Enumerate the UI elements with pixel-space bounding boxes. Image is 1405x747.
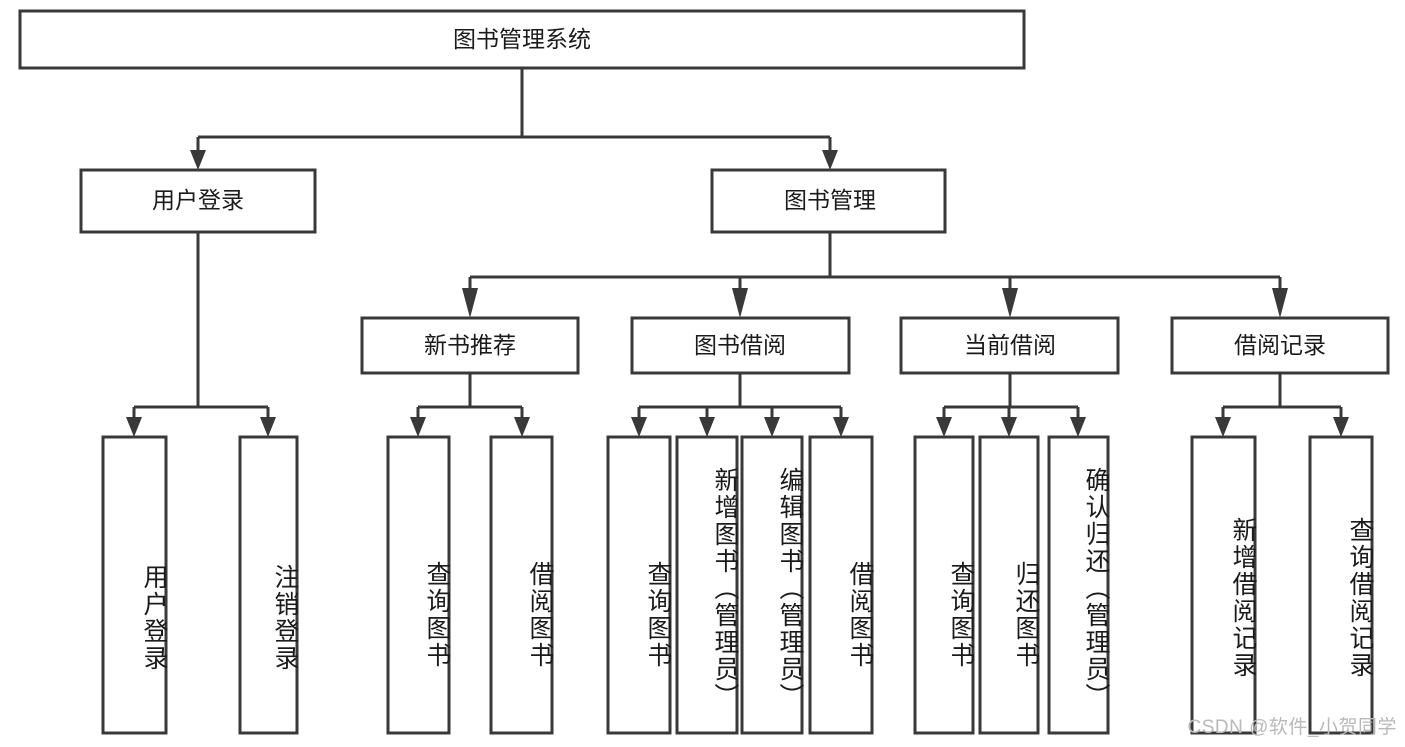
node-borrow-record-label: 借阅记录 [1234, 332, 1326, 358]
arrow-head-bb-leaf-3 [764, 417, 780, 437]
watermark-text: CSDN @软件_小贺同学 [1187, 717, 1397, 738]
arrow-head-book-borrow [732, 288, 748, 318]
node-book-borrow[interactable] [630, 316, 851, 375]
arrow-head-leaf-logout [260, 417, 276, 437]
node-leaf-bb-add-book[interactable] [675, 435, 739, 735]
node-current-borrow-label: 当前借阅 [964, 332, 1056, 358]
arrow-head-bb-leaf-1 [631, 417, 647, 437]
node-book-management[interactable] [710, 168, 947, 234]
arrow-head-br-leaf-2 [1333, 417, 1349, 437]
node-new-book-recommend-label: 新书推荐 [424, 332, 516, 358]
arrow-head-new-book-recommend [462, 288, 478, 318]
arrow-head-bb-leaf-4 [833, 417, 849, 437]
node-leaf-br-query-record[interactable] [1308, 435, 1374, 735]
node-leaf-cb-confirm-return[interactable] [1047, 435, 1110, 735]
node-leaf-cb-return-book[interactable] [978, 435, 1040, 735]
node-borrow-record[interactable] [1170, 316, 1390, 375]
arrow-head-cb-leaf-2 [1001, 417, 1017, 437]
node-book-borrow-label: 图书借阅 [694, 332, 786, 358]
node-leaf-cb-query-book[interactable] [913, 435, 975, 735]
node-book-management-label: 图书管理 [784, 187, 876, 213]
arrow-head-user-login [190, 150, 206, 170]
node-leaf-logout[interactable] [238, 435, 299, 735]
arrow-head-br-leaf-1 [1215, 417, 1231, 437]
arrow-head-cb-leaf-3 [1070, 417, 1086, 437]
node-leaf-br-add-record[interactable] [1190, 435, 1257, 735]
arrow-head-borrow-record [1272, 288, 1288, 318]
node-user-login-label: 用户登录 [152, 187, 244, 213]
node-leaf-user-login[interactable] [101, 435, 168, 735]
node-leaf-bb-edit-book[interactable] [740, 435, 804, 735]
arrow-head-leaf-user-login [126, 417, 142, 437]
connector-layer [126, 68, 1349, 437]
arrow-head-current-borrow [1002, 288, 1018, 318]
arrow-head-bb-leaf-2 [699, 417, 715, 437]
node-current-borrow[interactable] [899, 316, 1120, 375]
node-leaf-bb-query-book[interactable] [606, 435, 672, 735]
arrow-head-nbr-leaf-1 [410, 417, 426, 437]
arrow-head-nbr-leaf-2 [514, 417, 530, 437]
node-root-label: 图书管理系统 [453, 26, 591, 52]
arrow-head-book-manage [822, 150, 838, 170]
arrow-head-cb-leaf-1 [936, 417, 952, 437]
node-user-login[interactable] [79, 168, 317, 234]
node-root-book-management-system[interactable] [18, 9, 1026, 70]
node-leaf-nbr-borrow-book[interactable] [489, 435, 554, 735]
node-layer: 图书管理系统 用户登录 图书管理 新书推荐 图书借阅 当前借阅 借阅记录 [18, 9, 1390, 735]
node-new-book-recommend[interactable] [360, 316, 580, 375]
node-leaf-nbr-query-book[interactable] [386, 435, 451, 735]
node-leaf-bb-borrow-book[interactable] [808, 435, 874, 735]
